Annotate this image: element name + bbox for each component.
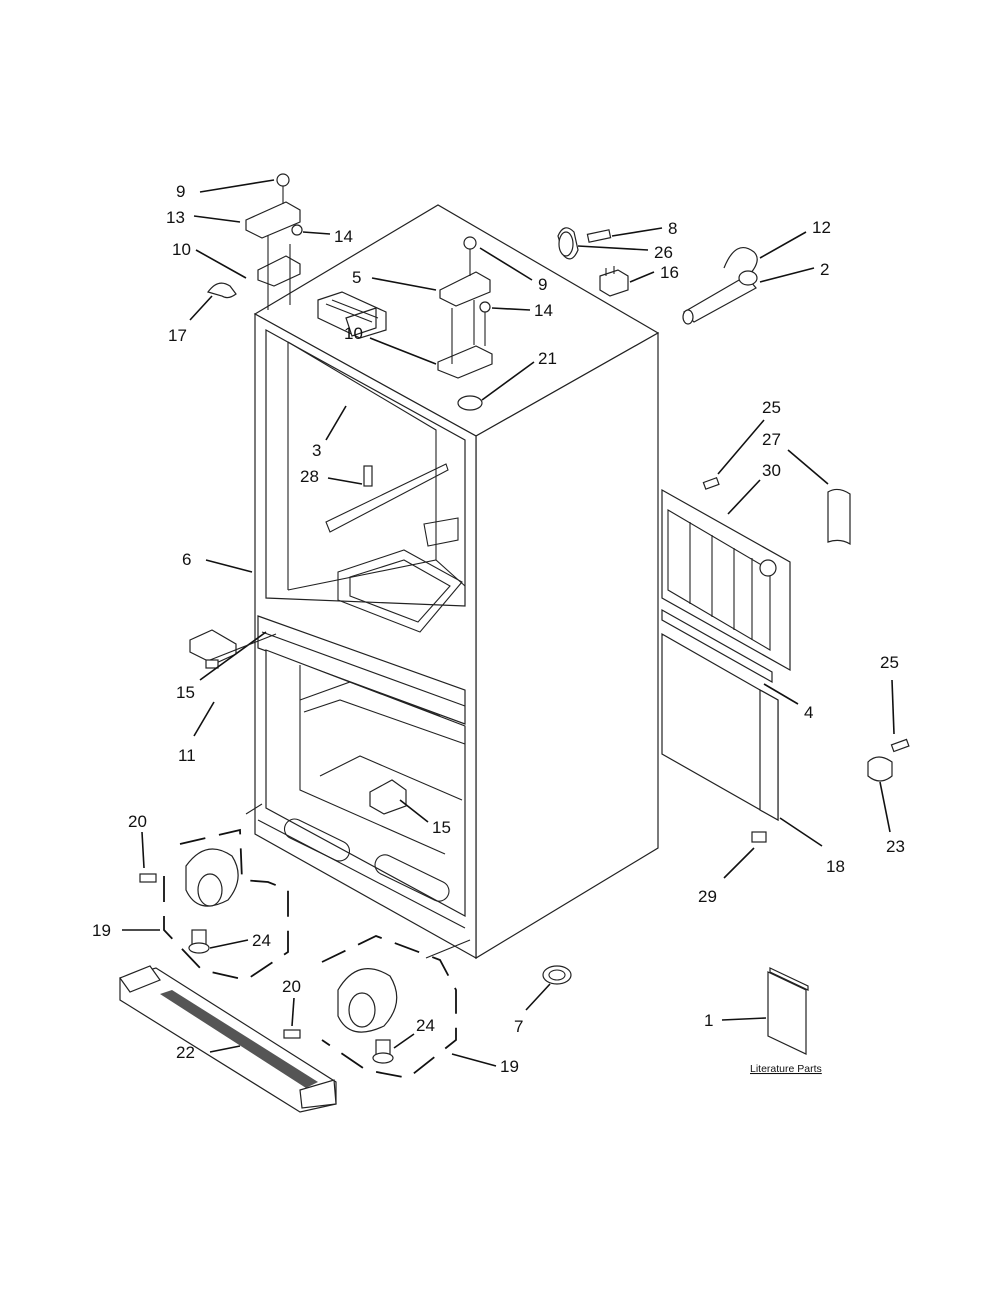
screw-14b bbox=[479, 301, 491, 313]
callout-18: 18 bbox=[826, 857, 845, 876]
light-housing-3 bbox=[317, 291, 387, 487]
washer-21 bbox=[457, 395, 483, 411]
callout-10: 10 bbox=[172, 240, 191, 259]
rear-panel-group bbox=[661, 477, 910, 843]
callout-24: 24 bbox=[416, 1016, 435, 1035]
callout-2: 2 bbox=[820, 260, 829, 279]
center-hinge bbox=[437, 236, 493, 411]
callout-16: 16 bbox=[660, 263, 679, 282]
callout-4: 4 bbox=[804, 703, 813, 722]
hinge-shim-10a bbox=[257, 255, 301, 287]
literature-parts-1 bbox=[767, 967, 809, 1055]
callout-26: 26 bbox=[654, 243, 673, 262]
callout-9: 9 bbox=[176, 182, 185, 201]
callout-22: 22 bbox=[176, 1043, 195, 1062]
callout-1: 1 bbox=[704, 1011, 713, 1030]
cabinet-right-side bbox=[475, 331, 659, 960]
callout-6: 6 bbox=[182, 550, 191, 569]
screw-14a bbox=[291, 224, 303, 236]
callout-10: 10 bbox=[344, 324, 363, 343]
callout-11: 11 bbox=[178, 746, 196, 765]
screw-25a bbox=[702, 477, 720, 490]
leader-lines bbox=[122, 179, 895, 1067]
left-top-hinge bbox=[207, 173, 303, 310]
callout-25: 25 bbox=[762, 398, 781, 417]
callout-28: 28 bbox=[300, 467, 319, 486]
refrigerator-cabinet bbox=[253, 204, 660, 960]
callout-19: 19 bbox=[92, 921, 111, 940]
screw-25b bbox=[890, 738, 910, 753]
callout-25: 25 bbox=[880, 653, 899, 672]
roller-assembly-left bbox=[139, 828, 289, 981]
screw-9a bbox=[276, 173, 290, 187]
callout-13: 13 bbox=[166, 208, 185, 227]
literature-parts-label: Literature Parts bbox=[750, 1063, 822, 1075]
top-right-components bbox=[557, 227, 758, 325]
callout-21: 21 bbox=[538, 349, 557, 368]
callout-14: 14 bbox=[534, 301, 553, 320]
callout-5: 5 bbox=[352, 268, 361, 287]
control-housing bbox=[423, 517, 459, 547]
callout-14: 14 bbox=[334, 227, 353, 246]
callout-12: 12 bbox=[812, 218, 831, 237]
callout-8: 8 bbox=[668, 219, 677, 238]
connector-16 bbox=[599, 269, 629, 297]
screw-8 bbox=[586, 229, 612, 243]
grommet-7 bbox=[542, 965, 572, 985]
bracket-15b bbox=[369, 779, 407, 815]
screw-9b bbox=[463, 236, 477, 250]
vent-grid bbox=[689, 522, 753, 640]
insulation-strip-4 bbox=[661, 608, 773, 684]
screw-11 bbox=[205, 659, 219, 669]
callout-19: 19 bbox=[500, 1057, 519, 1076]
hinge-13 bbox=[245, 201, 301, 239]
clamp-23 bbox=[867, 756, 893, 782]
roller-assembly-right bbox=[283, 935, 457, 1079]
callout-29: 29 bbox=[698, 887, 717, 906]
callout-20: 20 bbox=[128, 812, 147, 831]
cover-27 bbox=[827, 488, 851, 546]
base-grille-22 bbox=[119, 965, 337, 1113]
screw-20a bbox=[139, 873, 157, 883]
callout-labels: 9 13 14 10 17 5 9 14 10 21 8 26 16 12 2 … bbox=[92, 182, 905, 1076]
callout-24: 24 bbox=[252, 931, 271, 950]
access-cover-30 bbox=[661, 488, 791, 672]
hinge-pin-17 bbox=[207, 282, 237, 299]
callout-17: 17 bbox=[168, 326, 187, 345]
hinge-5 bbox=[439, 271, 491, 307]
callout-3: 3 bbox=[312, 441, 321, 460]
callout-9: 9 bbox=[538, 275, 547, 294]
callout-15: 15 bbox=[176, 683, 195, 702]
wire-12 bbox=[723, 247, 758, 275]
callout-15: 15 bbox=[432, 818, 451, 837]
callout-7: 7 bbox=[514, 1017, 523, 1036]
callout-30: 30 bbox=[762, 461, 781, 480]
callout-23: 23 bbox=[886, 837, 905, 856]
hinge-shim-10b bbox=[437, 345, 493, 379]
callout-20: 20 bbox=[282, 977, 301, 996]
callout-27: 27 bbox=[762, 430, 781, 449]
screw-28 bbox=[363, 465, 373, 487]
screw-20b bbox=[283, 1029, 301, 1039]
side-brackets bbox=[189, 629, 407, 815]
clip-29 bbox=[751, 831, 767, 843]
